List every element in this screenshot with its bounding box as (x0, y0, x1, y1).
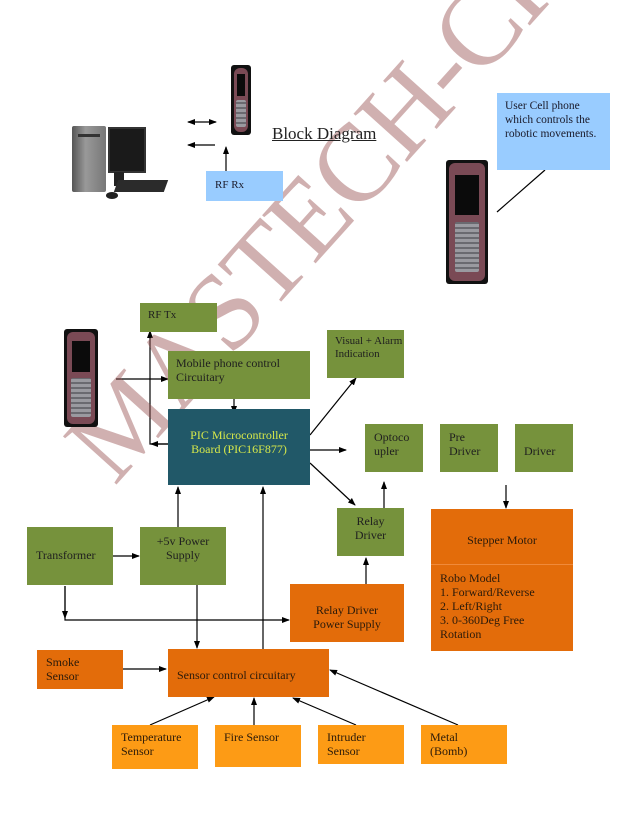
arrow-temp-sensorctrl (149, 696, 215, 726)
relay-driver-label-line1: Relay (356, 514, 385, 528)
user-note-label: User Cell phone which controls the robot… (505, 100, 597, 140)
robo-model-line: Rotation (440, 627, 482, 641)
optocoupler-label-line2: upler (374, 444, 399, 458)
sensor-control-block: Sensor control circuitary (168, 649, 329, 697)
optocoupler-label-line1: Optoco (374, 430, 410, 444)
driver-label: Driver (524, 444, 556, 458)
transformer-block: Transformer (27, 527, 113, 585)
mcu-label-line1: PIC Microcontroller (190, 428, 288, 442)
intruder-sensor-label-line2: Sensor (327, 744, 360, 758)
rf-tx-block: RF Tx (140, 303, 217, 332)
arrow-transformer-relaypower (64, 586, 290, 623)
temperature-sensor-label-line1: Temperature (121, 730, 182, 744)
power-supply-block: +5v Power Supply (140, 527, 226, 585)
pre-driver-block: Pre Driver (440, 424, 498, 472)
fire-sensor-block: Fire Sensor (215, 725, 301, 767)
cell-phone-icon-left (64, 329, 98, 427)
fire-sensor-label: Fire Sensor (224, 730, 279, 744)
robo-model-line: 2. Left/Right (440, 599, 502, 613)
pre-driver-label-line1: Pre (449, 430, 465, 444)
transformer-label: Transformer (36, 548, 96, 562)
temperature-sensor-label-line2: Sensor (121, 744, 154, 758)
pic-microcontroller-block: PIC Microcontroller Board (PIC16F877) (168, 409, 310, 485)
robo-model-line: 3. 0-360Deg Free (440, 613, 525, 627)
metal-sensor-label-line1: Metal (430, 730, 458, 744)
robo-model-line: 1. Forward/Reverse (440, 585, 535, 599)
robo-model-list: Robo Model 1. Forward/Reverse 2. Left/Ri… (440, 571, 535, 641)
driver-block: Driver (515, 424, 573, 472)
intruder-sensor-block: Intruder Sensor (318, 725, 404, 764)
visual-alarm-label: Visual + Alarm Indication (335, 335, 403, 360)
metal-bomb-sensor-block: Metal (Bomb) (421, 725, 507, 764)
temperature-sensor-block: Temperature Sensor (112, 725, 198, 769)
intruder-sensor-label-line1: Intruder (327, 730, 366, 744)
arrow-intruder-sensorctrl (292, 697, 357, 726)
smoke-sensor-block: Smoke Sensor (37, 650, 123, 689)
rf-tx-label: RF Tx (148, 309, 177, 321)
pre-driver-label-line2: Driver (449, 444, 481, 458)
power-supply-label-line1: +5v Power (156, 534, 210, 548)
mobile-control-label: Mobile phone control Circuitary (176, 356, 280, 384)
relay-driver-block: Relay Driver (337, 508, 404, 556)
relay-power-supply-block: Relay Driver Power Supply (290, 584, 404, 642)
arrow-metal-sensorctrl (329, 669, 459, 726)
optocoupler-block: Optoco upler (365, 424, 423, 472)
user-note-block: User Cell phone which controls the robot… (497, 93, 610, 170)
stepper-motor-label: Stepper Motor (467, 533, 537, 547)
mcu-label-line2: Board (PIC16F877) (191, 442, 287, 456)
smoke-sensor-label-line2: Sensor (46, 669, 79, 683)
rf-rx-label: RF Rx (215, 179, 245, 191)
visual-alarm-block: Visual + Alarm Indication (327, 330, 404, 378)
cell-phone-icon-user (446, 160, 488, 284)
cell-phone-icon-top (231, 65, 251, 135)
desktop-computer-icon (70, 124, 170, 200)
metal-sensor-label-line2: (Bomb) (430, 744, 468, 758)
stepper-divider (431, 564, 573, 565)
arrow-mcu-relaydriver (309, 462, 356, 506)
rf-rx-block: RF Rx (206, 171, 283, 201)
relay-power-label-line1: Relay Driver (315, 603, 379, 617)
mobile-control-block: Mobile phone control Circuitary (168, 351, 310, 399)
sensor-control-label: Sensor control circuitary (177, 668, 296, 682)
arrow-mcu-rftx (147, 330, 168, 445)
robo-model-line: Robo Model (440, 571, 501, 585)
relay-driver-label-line2: Driver (354, 528, 387, 542)
callout-user-note (496, 169, 546, 213)
diagram-title: Block Diagram (272, 124, 377, 143)
relay-power-label-line2: Power Supply (313, 617, 381, 631)
stepper-motor-block: Stepper Motor Robo Model 1. Forward/Reve… (431, 509, 573, 651)
power-supply-label-line2: Supply (165, 548, 200, 562)
smoke-sensor-label-line1: Smoke (46, 655, 80, 669)
arrow-mcu-alarm (309, 377, 357, 436)
